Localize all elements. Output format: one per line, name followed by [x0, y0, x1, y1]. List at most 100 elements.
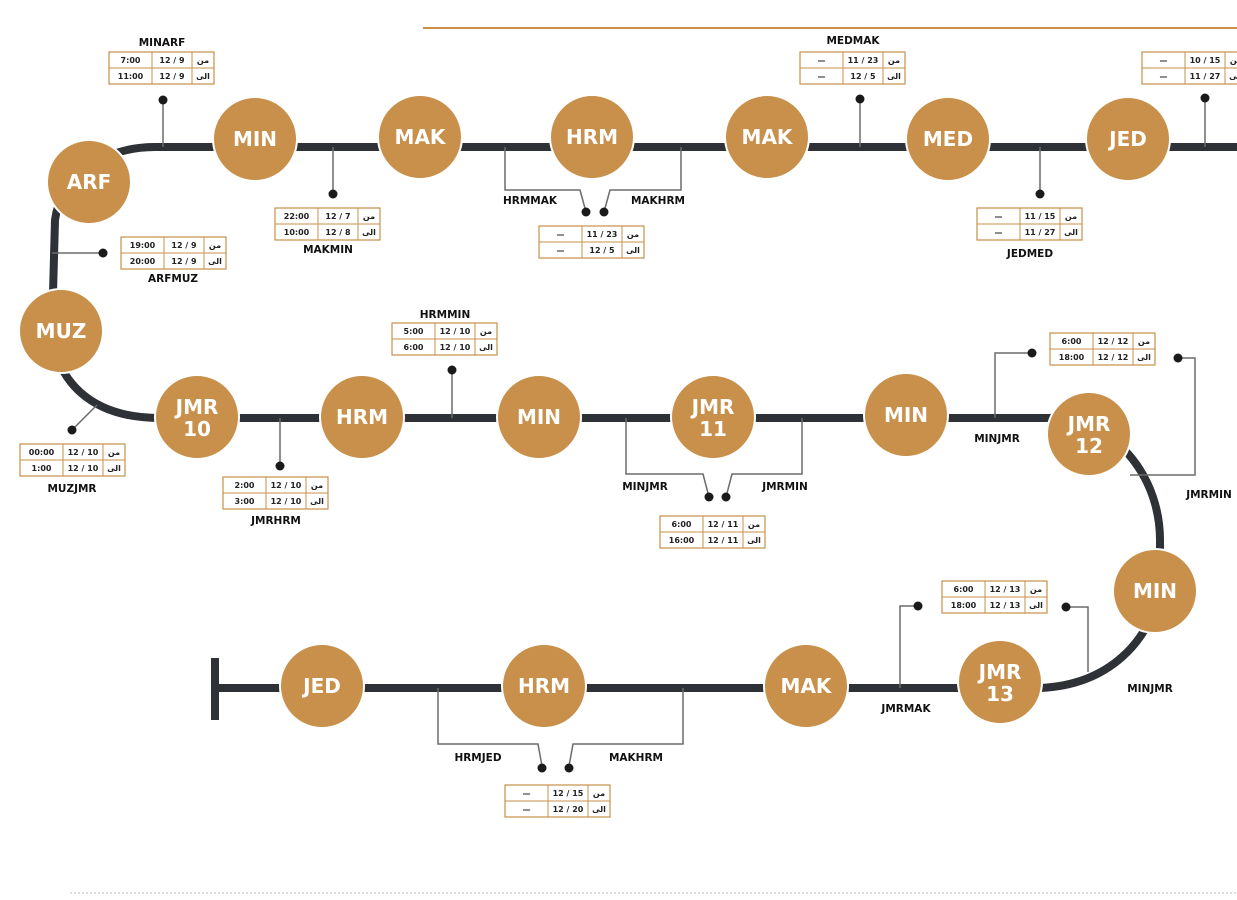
time-table-cell: الى: [1029, 601, 1043, 610]
station-label: MAK: [395, 125, 447, 149]
time-table-cell: 18:00: [951, 601, 977, 610]
time-table-cell: 11 / 23: [587, 230, 618, 239]
station-label: ARF: [67, 170, 112, 194]
time-table-cell: 6:00: [404, 343, 424, 352]
connector-dots: [67, 93, 1210, 773]
time-table-cell: الى: [196, 72, 210, 81]
station-mak: [377, 94, 463, 180]
time-table-cell: من: [748, 520, 760, 529]
route-caption: HRMMIN: [420, 309, 470, 321]
connector-dot: [1200, 93, 1210, 103]
time-table-cell: 16:00: [669, 536, 695, 545]
time-table-cell: 12 / 20: [553, 805, 584, 814]
route-caption: JMRMIN: [761, 481, 808, 493]
time-table-cell: 7:00: [121, 56, 141, 65]
leader-lines: [52, 98, 1206, 767]
station-min: [1112, 548, 1198, 634]
time-table-cell: الى: [310, 497, 324, 506]
time-table-cell: من: [1030, 585, 1042, 594]
time-table-cell: —: [523, 789, 531, 798]
time-table-cell: 11 / 23: [848, 56, 879, 65]
station-label: HRM: [566, 125, 618, 149]
connector-dot: [447, 365, 457, 375]
time-table-cell: من: [593, 789, 605, 798]
time-table-cell: الى: [362, 228, 376, 237]
time-table-cell: 6:00: [954, 585, 974, 594]
station-hrm: [549, 94, 635, 180]
time-table-cell: 11 / 27: [1025, 228, 1056, 237]
station-min: [863, 372, 949, 458]
route-caption: JMRMAK: [880, 703, 931, 715]
time-table-cell: 12 / 10: [68, 448, 99, 457]
time-table-cell: 6:00: [672, 520, 692, 529]
station-hrm: [501, 643, 587, 729]
station-mak: [763, 643, 849, 729]
time-table-cell: 18:00: [1059, 353, 1085, 362]
connector-dot: [721, 492, 731, 502]
time-table-cell: 2:00: [235, 481, 255, 490]
time-table-cell: 12 / 12: [1098, 353, 1129, 362]
station-label: JED: [1107, 127, 1147, 151]
time-table-cell: 6:00: [1062, 337, 1082, 346]
time-table-cell: —: [557, 230, 565, 239]
connector-dot: [564, 763, 574, 773]
time-table-cell: 12 / 10: [440, 343, 471, 352]
time-table-cell: 11:00: [118, 72, 144, 81]
time-table-cell: 19:00: [130, 241, 156, 250]
station-jmr10: [154, 374, 240, 460]
time-table-cell: 12 / 15: [553, 789, 584, 798]
time-table-cell: 00:00: [29, 448, 55, 457]
station-min: [496, 374, 582, 460]
station-label: MAK: [781, 674, 833, 698]
route-caption: HRMMAK: [503, 195, 558, 207]
route-caption: MAKHRM: [631, 195, 685, 207]
time-table-cell: —: [557, 246, 565, 255]
time-table-cell: 10 / 15: [1190, 56, 1221, 65]
time-table-cell: الى: [887, 72, 901, 81]
station-jmr11: [670, 374, 756, 460]
connector-dot: [67, 425, 77, 435]
connector-dot: [158, 95, 168, 105]
route-caption: JEDMED: [1006, 248, 1053, 260]
time-table-cell: 12 / 10: [440, 327, 471, 336]
connector-dot: [704, 492, 714, 502]
station-label: MIN: [884, 403, 928, 427]
time-table-cell: 12 / 10: [68, 464, 99, 473]
time-table-cell: 12 / 11: [708, 520, 739, 529]
connector-dot: [275, 461, 285, 471]
time-table-cell: 12 / 5: [589, 246, 615, 255]
route-caption: MINJMR: [622, 481, 668, 493]
time-table-cell: 12 / 10: [271, 497, 302, 506]
route-caption: MAKMIN: [303, 244, 353, 256]
time-table-cell: من: [627, 230, 639, 239]
time-table-cell: 12 / 8: [325, 228, 351, 237]
station-label: MED: [923, 127, 973, 151]
time-table-cell: 12 / 9: [159, 72, 185, 81]
station-hrm: [319, 374, 405, 460]
time-table-cell: 22:00: [284, 212, 310, 221]
route-caption: MAKHRM: [609, 752, 663, 764]
time-table-cell: 20:00: [130, 257, 156, 266]
time-table-cell: من: [1138, 337, 1150, 346]
stations: [18, 94, 1198, 729]
time-table-cell: من: [311, 481, 323, 490]
time-table-cell: الى: [107, 464, 121, 473]
time-table-cell: من: [108, 448, 120, 457]
time-table-cell: —: [995, 228, 1003, 237]
time-table-cell: —: [995, 212, 1003, 221]
route-caption: MUZJMR: [47, 483, 96, 495]
route-caption: ARFMUZ: [148, 273, 198, 285]
time-table-cell: الى: [592, 805, 606, 814]
time-table-cell: —: [818, 56, 826, 65]
time-table-cell: —: [1160, 56, 1168, 65]
time-table-cell: 11 / 27: [1190, 72, 1221, 81]
